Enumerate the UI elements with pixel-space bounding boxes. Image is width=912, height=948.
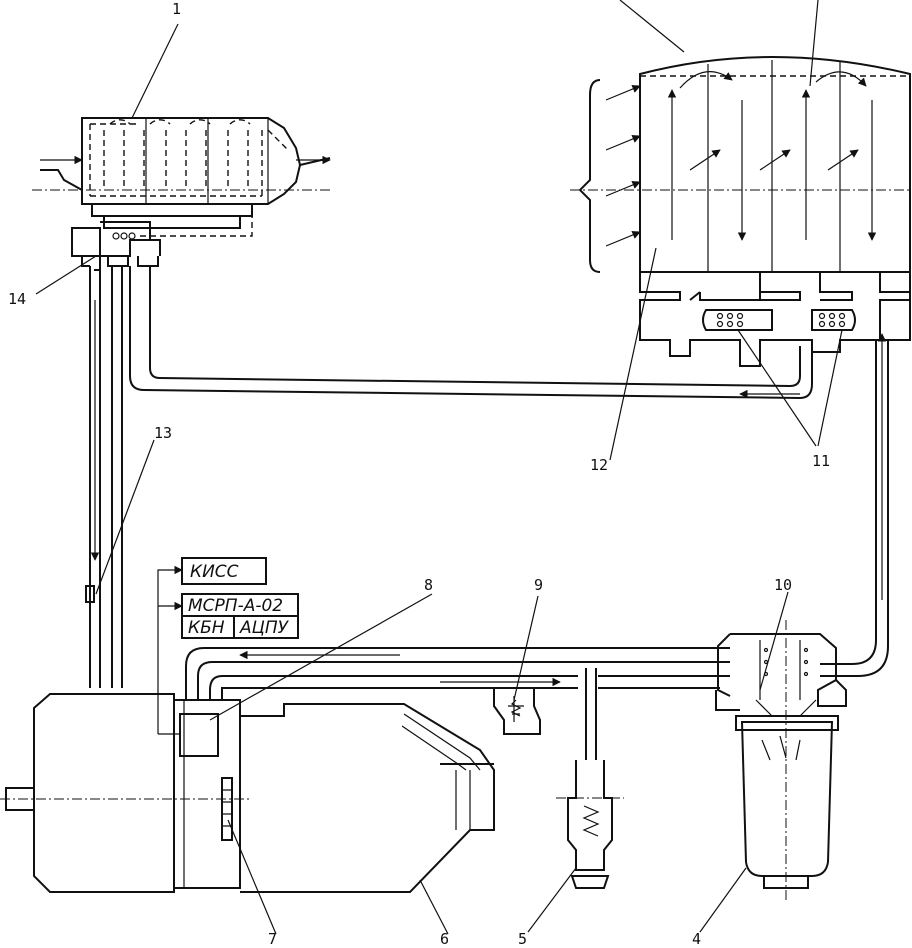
callout-6: 6 xyxy=(440,930,449,948)
label-box-msrp: МСРП-А-02 xyxy=(181,593,299,617)
sensor-5 xyxy=(556,760,624,889)
pipe-vertical-right xyxy=(820,333,889,677)
heat-exchanger-1 xyxy=(32,117,331,237)
kiss-text: КИСС xyxy=(190,562,239,582)
kbn-text: КБН xyxy=(188,618,225,638)
callout-11: 11 xyxy=(812,452,830,470)
callout-5: 5 xyxy=(518,930,527,948)
acpu-text: АЦПУ xyxy=(239,618,290,638)
callout-4: 4 xyxy=(692,930,701,948)
callout-7: 7 xyxy=(268,930,277,948)
gearbox-engine xyxy=(0,693,250,893)
callout-9: 9 xyxy=(534,576,543,594)
pipe-return-top xyxy=(129,266,813,400)
oil-tank-6 xyxy=(240,703,495,893)
callout-10: 10 xyxy=(774,576,792,594)
valve-block-14 xyxy=(71,221,161,271)
label-box-kiss: КИСС xyxy=(181,557,267,585)
callout-12: 12 xyxy=(590,456,608,474)
signal-wires xyxy=(157,565,183,735)
valve-9 xyxy=(493,688,541,735)
label-box-acpu: АЦПУ xyxy=(233,615,299,639)
filter-10-4 xyxy=(715,620,847,900)
pipe-vertical-left xyxy=(85,266,123,688)
radiator-12 xyxy=(570,56,911,367)
msrp-text: МСРП-А-02 xyxy=(188,596,283,616)
pipe-pressure-line xyxy=(185,647,730,760)
callout-1: 1 xyxy=(172,0,181,18)
leader-lines xyxy=(35,0,843,935)
callout-8: 8 xyxy=(424,576,433,594)
callout-13: 13 xyxy=(154,424,172,442)
callout-14: 14 xyxy=(8,290,26,308)
label-box-kbn: КБН xyxy=(181,615,235,639)
